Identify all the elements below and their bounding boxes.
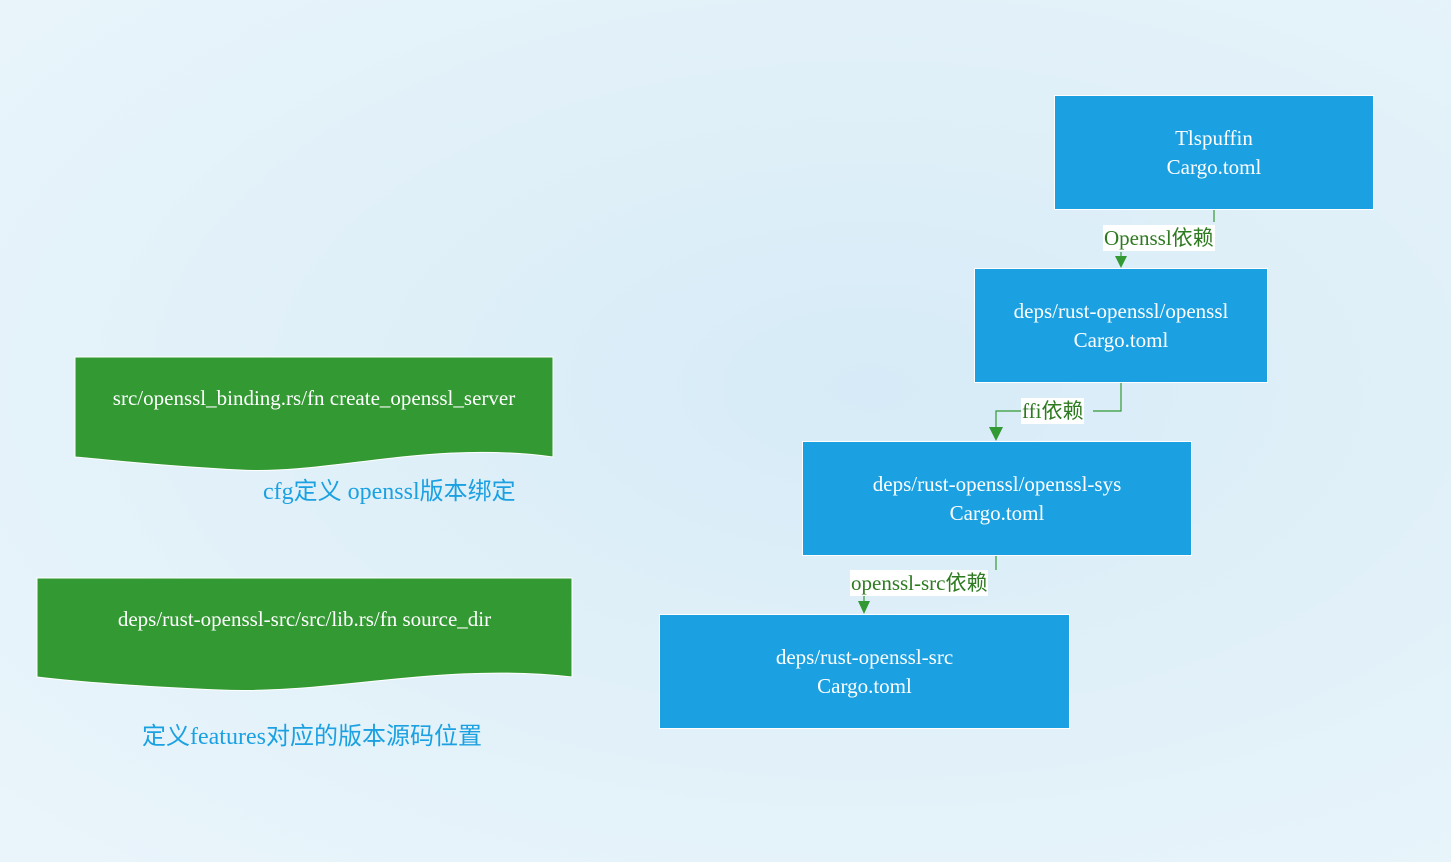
- node-openssl-src-line1: deps/rust-openssl-src: [775, 644, 954, 669]
- edge-label-openssl: Openssl依赖: [1103, 225, 1215, 251]
- node-openssl-line1: deps/rust-openssl/openssl: [1013, 298, 1229, 323]
- node-openssl-sys[interactable]: deps/rust-openssl/openssl-sys Cargo.toml: [802, 441, 1192, 556]
- caption-source-dir: 定义features对应的版本源码位置: [142, 724, 482, 750]
- doc-binding-text[interactable]: src/openssl_binding.rs/fn create_openssl…: [112, 386, 516, 410]
- edge-arrow-openssl-src: [858, 601, 870, 614]
- node-openssl-line2: Cargo.toml: [1073, 327, 1169, 352]
- edge-label-ffi: ffi依赖: [1021, 398, 1085, 424]
- edge-label-openssl-src: openssl-src依赖: [850, 570, 989, 596]
- doc-shape-binding: [74, 356, 554, 471]
- caption-binding: cfg定义 openssl版本绑定: [263, 479, 516, 505]
- node-tlspuffin-line2: Cargo.toml: [1166, 154, 1262, 179]
- node-openssl-sys-line1: deps/rust-openssl/openssl-sys: [872, 471, 1122, 496]
- doc-shape-source-dir: [36, 577, 573, 691]
- edge-arrow-openssl: [1115, 256, 1127, 268]
- node-tlspuffin-line1: Tlspuffin: [1175, 125, 1253, 150]
- node-tlspuffin[interactable]: Tlspuffin Cargo.toml: [1054, 95, 1374, 210]
- doc-source-dir-text[interactable]: deps/rust-openssl-src/src/lib.rs/fn sour…: [117, 607, 492, 631]
- edge-arrow-ffi: [989, 427, 1003, 441]
- edge-line-ffi: [995, 382, 1122, 428]
- node-openssl-sys-line2: Cargo.toml: [949, 500, 1045, 525]
- node-openssl-src-line2: Cargo.toml: [817, 673, 912, 698]
- node-openssl[interactable]: deps/rust-openssl/openssl Cargo.toml: [974, 268, 1268, 383]
- node-openssl-src[interactable]: deps/rust-openssl-src Cargo.toml: [659, 614, 1070, 729]
